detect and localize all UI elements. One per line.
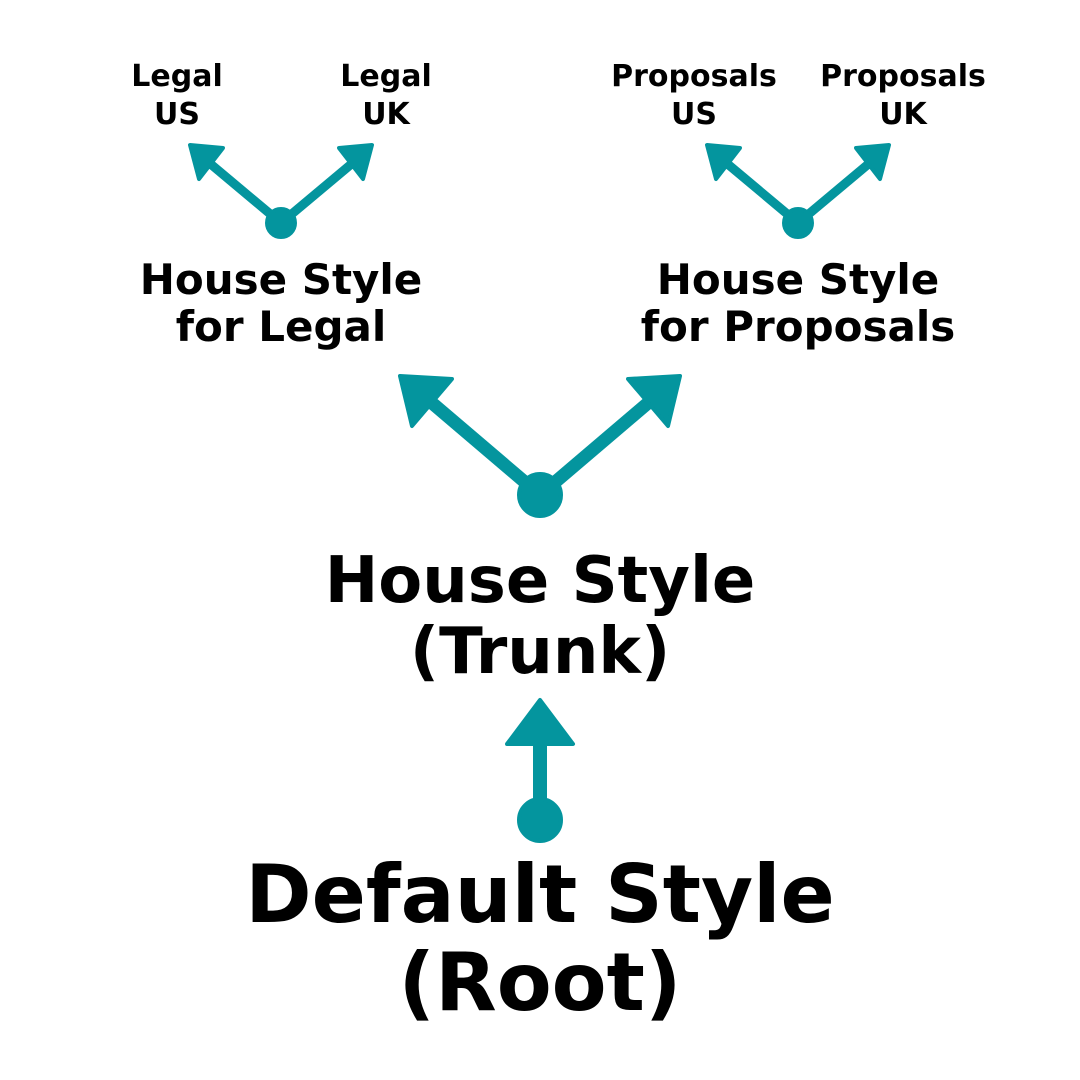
node-dot-legal xyxy=(265,207,297,239)
trunk-label-line2: (Trunk) xyxy=(410,615,670,689)
legal-us-label-line1: Legal xyxy=(131,59,222,94)
proposals-label-line2: for Proposals xyxy=(641,302,955,351)
node-labels: Default Style (Root) House Style (Trunk)… xyxy=(131,59,986,1029)
arrow-head-trunk-legal xyxy=(398,374,454,428)
connectors xyxy=(188,143,891,843)
proposals-uk-label-line2: UK xyxy=(879,97,928,132)
connector-legal-uk xyxy=(278,157,358,227)
legal-uk-label-line2: UK xyxy=(362,97,411,132)
connector-proposals-uk xyxy=(795,157,875,227)
root-label-line2: (Root) xyxy=(399,936,682,1029)
legal-uk-label-line1: Legal xyxy=(340,59,431,94)
node-dot-root xyxy=(517,797,563,843)
legal-us-label-line2: US xyxy=(154,97,200,132)
arrow-head-root-trunk xyxy=(505,698,575,746)
proposals-us-label-line2: US xyxy=(671,97,717,132)
arrow-head-trunk-proposals xyxy=(626,374,682,428)
connector-legal-us xyxy=(204,157,284,227)
legal-label-line2: for Legal xyxy=(176,302,387,351)
proposals-uk-label-line1: Proposals xyxy=(820,59,986,94)
root-label-line1: Default Style xyxy=(245,848,835,941)
connector-trunk-legal xyxy=(420,392,545,500)
arrow-head-legal-us xyxy=(188,143,225,181)
arrow-head-legal-uk xyxy=(337,143,374,181)
node-dot-proposals xyxy=(782,207,814,239)
arrow-head-proposals-uk xyxy=(854,143,891,181)
legal-label-line1: House Style xyxy=(140,255,423,304)
proposals-us-label-line1: Proposals xyxy=(611,59,777,94)
node-dot-trunk xyxy=(517,472,563,518)
arrow-head-proposals-us xyxy=(705,143,742,181)
trunk-label-line1: House Style xyxy=(325,544,756,618)
connector-trunk-proposals xyxy=(535,392,660,500)
proposals-label-line1: House Style xyxy=(657,255,940,304)
connector-proposals-us xyxy=(721,157,801,227)
